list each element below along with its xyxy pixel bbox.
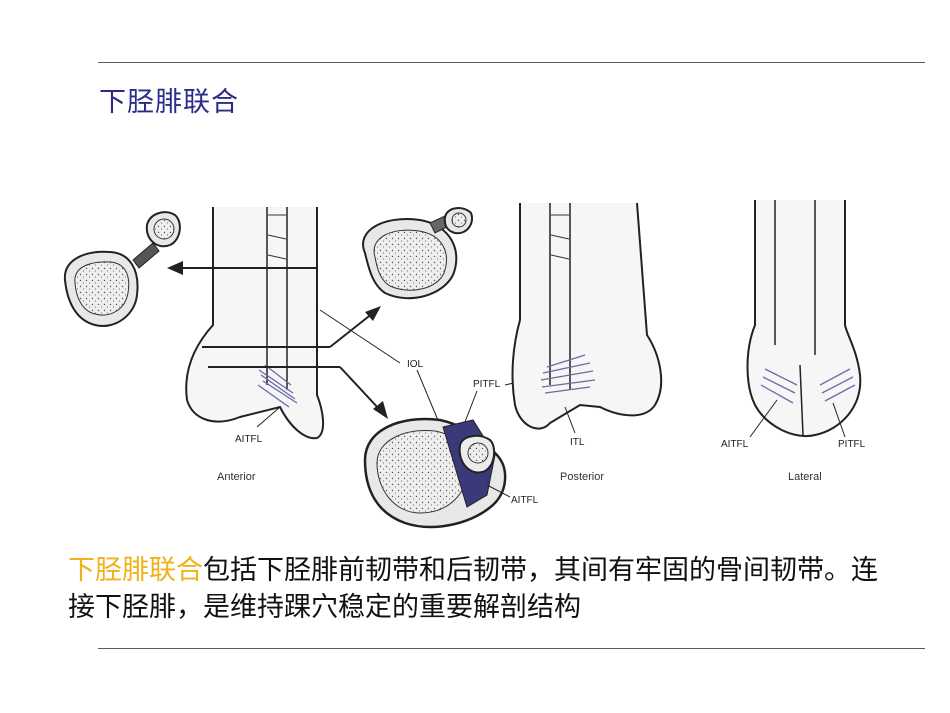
label-aitfl-lateral: AITFL [721,439,749,450]
highlight-term: 下胫腓联合 [68,555,203,586]
label-iol: IOL [407,359,424,370]
cross-section-small [63,211,181,327]
cross-section-large: AITFL [363,417,539,529]
posterior-view: ITL Posterior [511,202,663,483]
body-text: 下胫腓联合包括下胫腓前韧带和后韧带，其间有牢固的骨间韧带。连接下胫腓，是维持踝穴… [68,552,903,626]
slide-title: 下胫腓联合 [99,87,239,118]
bottom-divider [98,648,925,649]
label-aitfl-section: AITFL [511,495,539,506]
label-pitfl-center: PITFL [473,379,501,390]
lateral-view: AITFL PITFL Lateral [721,200,866,483]
cross-section-top [362,207,473,300]
ligament-figure: AITFL Anterior IOL PITFL AITFL ITL [63,200,866,529]
label-aitfl-anterior: AITFL [235,434,263,445]
label-pitfl-lateral: PITFL [838,439,866,450]
body-text-content: 包括下胫腓前韧带和后韧带，其间有牢固的骨间韧带。连接下胫腓，是维持踝穴稳定的重要… [68,555,878,623]
caption-lateral: Lateral [788,471,822,483]
top-divider [98,62,925,63]
caption-posterior: Posterior [560,471,604,483]
label-itl: ITL [570,437,585,448]
anterior-view: AITFL Anterior [167,207,388,483]
caption-anterior: Anterior [217,471,256,483]
